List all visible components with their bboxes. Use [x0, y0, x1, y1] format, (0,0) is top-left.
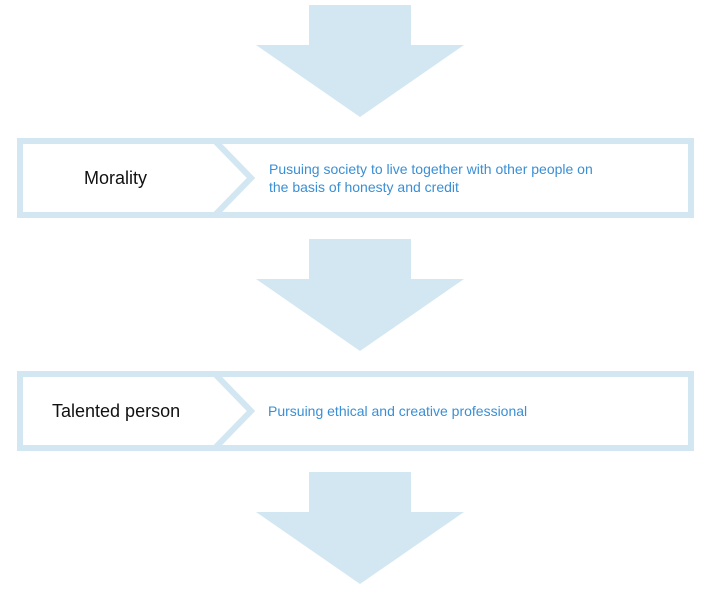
box-description-line: Pusuing society to live together with ot… [269, 161, 593, 177]
box-title: Talented person [52, 400, 181, 421]
box-description: Pusuing society to live together with ot… [269, 138, 593, 218]
box-description: Pursuing ethical and creative profession… [268, 371, 527, 451]
box-description-line: Pursuing ethical and creative profession… [268, 403, 528, 419]
box-title: Morality [84, 167, 148, 188]
box-description-line: the basis of honesty and credit [269, 179, 459, 195]
flow-arrow-down-3 [256, 472, 464, 584]
flow-arrow-down-2 [256, 239, 464, 351]
flow-arrow-down-1 [256, 5, 464, 117]
flow-box-morality: Morality Pusuing society to live togethe… [17, 138, 694, 218]
flow-box-talented-person: Talented person Pursuing ethical and cre… [17, 371, 694, 451]
